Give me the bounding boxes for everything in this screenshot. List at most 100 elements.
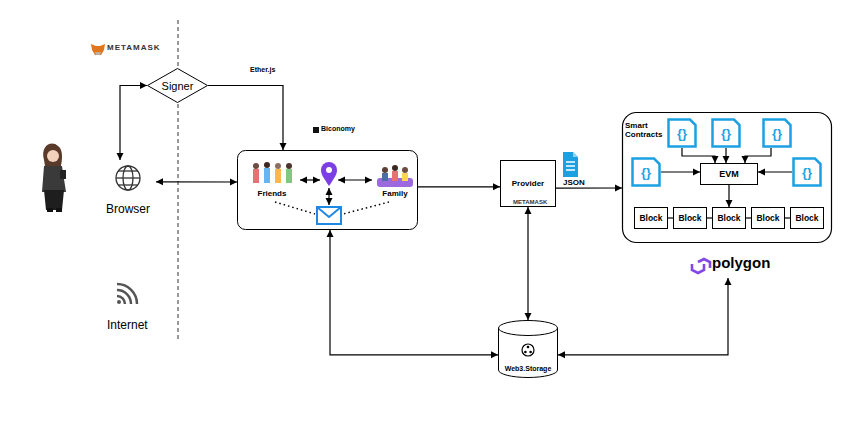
path-part [95, 52, 101, 55]
json-document-icon [563, 152, 578, 177]
brand-label: METAMASK [513, 199, 547, 205]
browser-node: Browser [100, 160, 156, 216]
connector-arrow [527, 207, 528, 320]
line-part [116, 177, 140, 178]
block-label: Block [756, 213, 779, 223]
person-figure [42, 144, 66, 212]
path-part [321, 162, 337, 186]
path-part [692, 264, 704, 273]
line-part [566, 165, 575, 167]
region-heading: Smart Contracts [625, 121, 667, 139]
connector-arrow [418, 186, 500, 187]
contract-symbol: {} [772, 126, 782, 141]
path-part [117, 290, 131, 304]
connector-arrow [330, 230, 498, 355]
connector-arrow [661, 171, 700, 172]
path-part [713, 120, 740, 147]
path-part [633, 159, 660, 186]
circle-part [275, 163, 281, 169]
connector-arrow [745, 148, 771, 163]
decision-diamond: Signer [147, 68, 208, 103]
block-box: Block [790, 207, 824, 229]
path-part [117, 284, 137, 304]
contract-icon: {} [762, 118, 792, 148]
g-part [692, 259, 710, 273]
browser-label: Browser [106, 202, 150, 216]
brand-label: METAMASK [107, 43, 161, 52]
blockchain-box: Smart Contractspolygon{}{}{}{}{}EVMBlock… [622, 112, 832, 278]
line-part [118, 184, 138, 185]
people-label: Family [382, 189, 407, 198]
block-label: Block [678, 213, 701, 223]
circle-part [47, 150, 59, 162]
connector-arrow [728, 185, 729, 207]
g-part [116, 166, 140, 190]
path-part [573, 152, 578, 157]
connector-arrow [120, 86, 147, 161]
connector-arrow [208, 86, 283, 151]
rect-part [382, 173, 388, 181]
contract-symbol: {} [721, 126, 731, 141]
line-part [275, 202, 315, 214]
path-part [794, 159, 821, 186]
g-part [253, 162, 292, 183]
block-box: Block [712, 207, 746, 229]
block-box: Block [751, 207, 785, 229]
ellipse-part [499, 321, 558, 336]
contract-symbol: {} [641, 165, 651, 180]
edge-label: JSON [562, 178, 586, 187]
line-part [566, 169, 575, 171]
people-label: Friends [258, 189, 287, 198]
path-part [117, 296, 125, 304]
circle-part [117, 300, 121, 304]
circle-part [382, 167, 388, 173]
rect-part [253, 169, 259, 183]
circle-part [522, 344, 534, 356]
circle-part [264, 162, 270, 168]
path-part [669, 120, 696, 147]
path-part [563, 152, 578, 177]
circle-part [529, 351, 532, 354]
connector-arrow [758, 171, 792, 172]
internet-label: Internet [107, 318, 148, 332]
metamask-fox [91, 44, 105, 55]
rect-part [402, 173, 408, 181]
contract-icon: {} [711, 118, 741, 148]
contract-symbol: {} [802, 165, 812, 180]
connector-arrow [156, 181, 237, 182]
connector-arrow [682, 148, 715, 163]
connector-arrow [725, 148, 726, 163]
circle-part [253, 163, 259, 169]
rect-part [238, 151, 418, 230]
circle-part [392, 165, 398, 171]
contract-icon: {} [631, 157, 661, 187]
rect-part [60, 170, 66, 179]
line-part [566, 161, 575, 163]
polygon-part [148, 69, 208, 103]
rect-part [313, 127, 319, 133]
rect-part [317, 207, 341, 224]
circle-part [116, 166, 140, 190]
circle-part [524, 351, 527, 354]
line-part [343, 202, 389, 214]
storage-cylinder: Web3.Storage [498, 320, 558, 378]
rect-part [392, 171, 398, 181]
wifi-icon [117, 284, 137, 304]
connector-arrow [556, 187, 622, 188]
path-part [698, 259, 710, 268]
path-part [91, 44, 105, 55]
line-part [300, 179, 320, 180]
path-part [42, 166, 66, 192]
circle-part [326, 167, 332, 173]
contract-symbol: {} [677, 126, 687, 141]
polyline-part [317, 207, 341, 217]
block-label: Block [717, 213, 740, 223]
group-heading: Biconomy [321, 125, 355, 132]
circle-part [286, 163, 292, 169]
block-label: Block [639, 213, 662, 223]
rect-part [47, 208, 53, 212]
rect-part [275, 169, 281, 183]
contract-icon: {} [667, 118, 697, 148]
path-part [764, 120, 791, 147]
brand-label: polygon [712, 254, 770, 271]
